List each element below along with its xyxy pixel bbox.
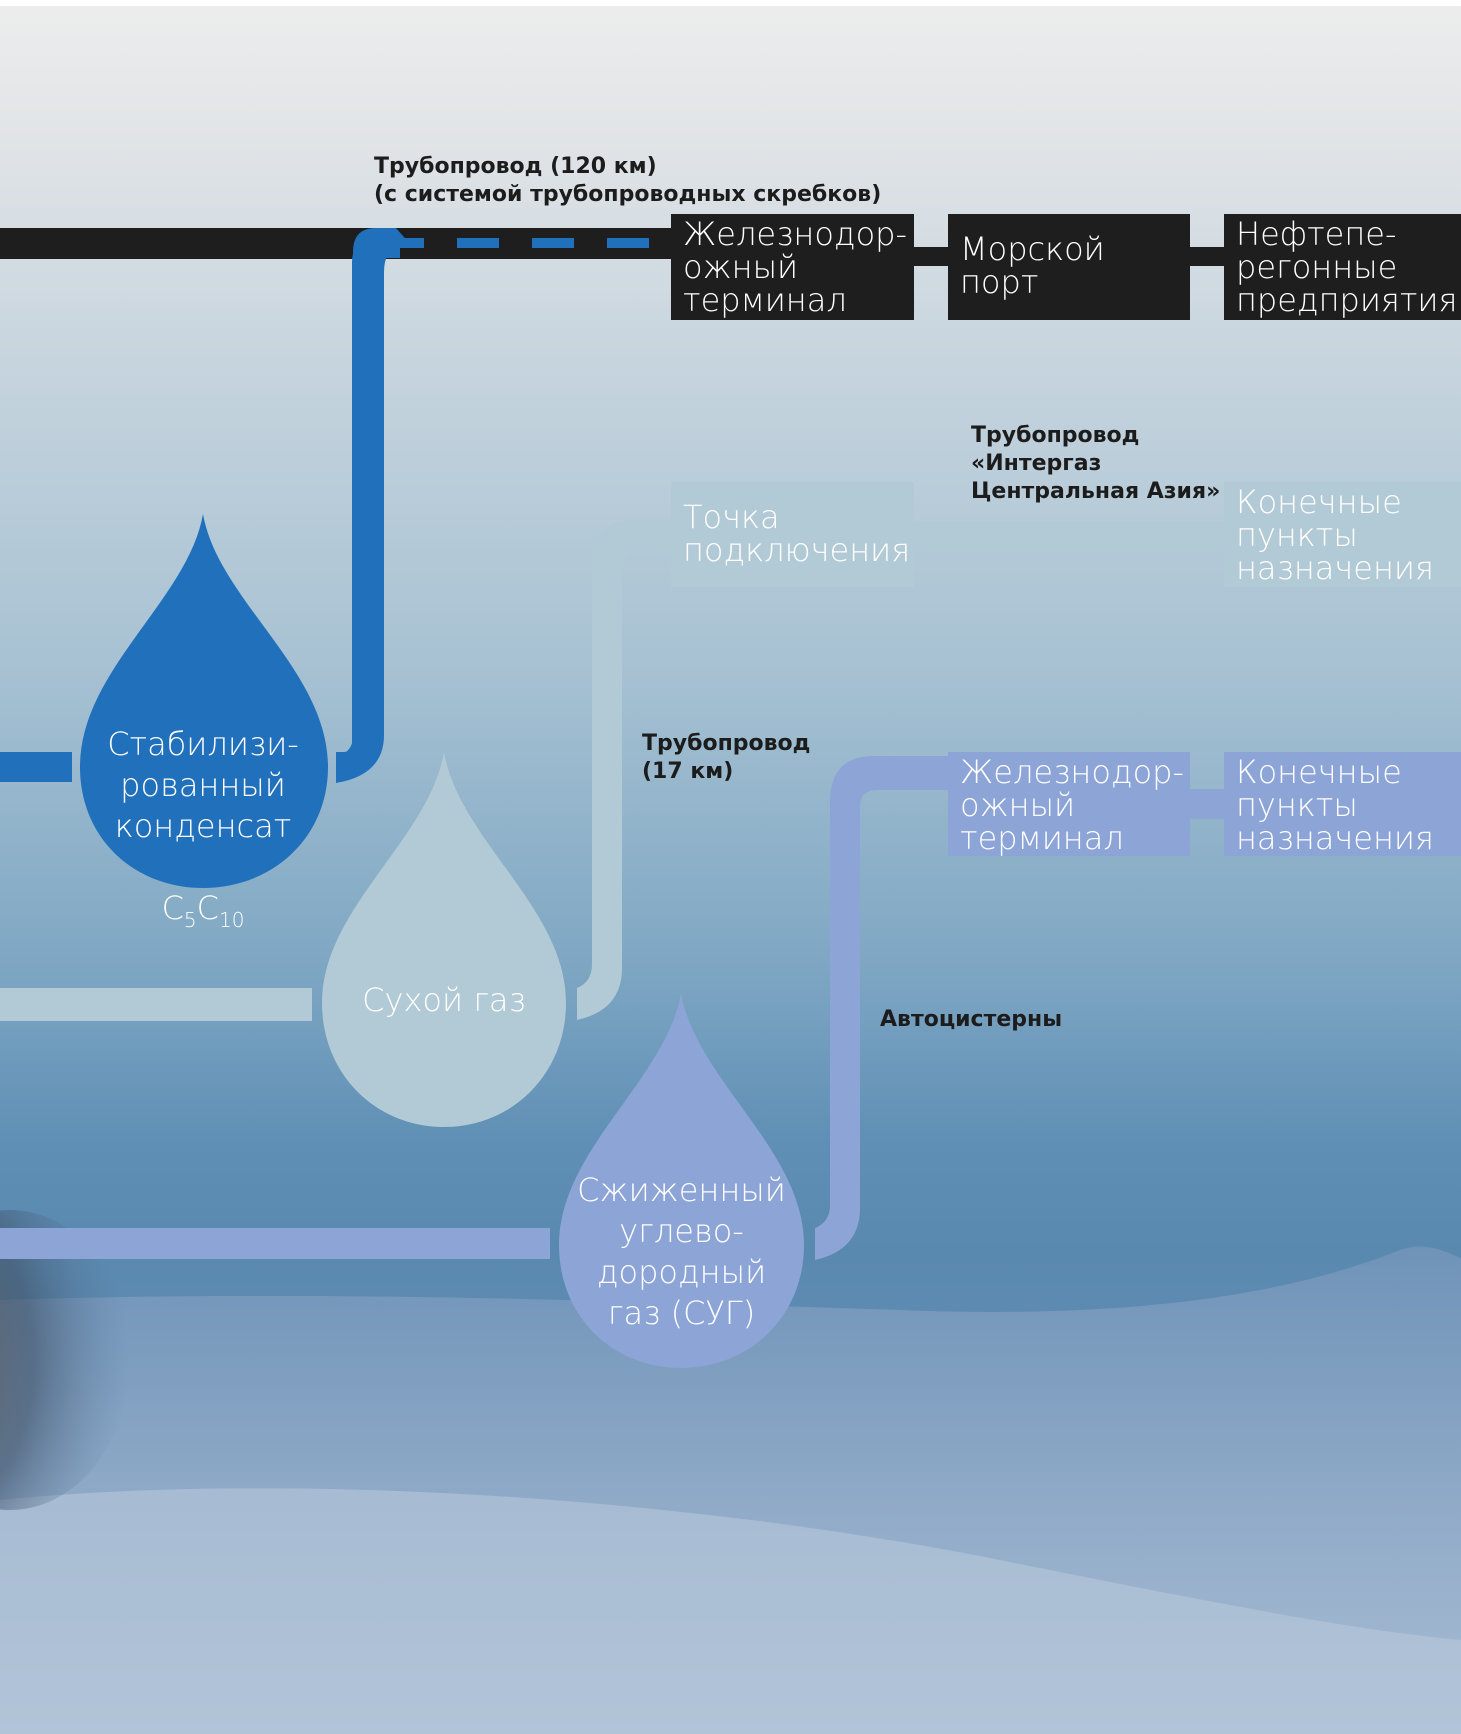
formula-c2: C	[196, 889, 219, 927]
rail-terminal-lpg-text: Железнодор- ожный терминал	[960, 753, 1184, 857]
condensate-pipe-curve	[336, 228, 410, 783]
gas-destinations-text: Конечные пункты назначения	[1236, 483, 1434, 587]
rail-terminal-top-text: Железнодор- ожный терминал	[683, 215, 907, 319]
pipeline-120km-label: Трубопровод (120 км) (с системой трубопр…	[374, 154, 882, 207]
pig-dash	[457, 238, 499, 248]
dry-gas-inflow	[0, 988, 312, 1021]
condensate-name-text: Стабилизи- рованный конденсат	[107, 725, 299, 845]
refineries-text: Нефтепе- регонные предприятия	[1236, 215, 1458, 319]
pipeline-17km-label: Трубопровод (17 км)	[642, 731, 811, 784]
drop-dry-gas	[322, 752, 566, 1127]
blurred-foreground-object	[0, 1210, 130, 1510]
tank-trucks-label: Автоцистерны	[880, 1007, 1063, 1032]
formula-sub-10: 10	[218, 908, 245, 932]
condensate-formula: C5C10	[161, 889, 245, 932]
condensate-inflow	[0, 752, 72, 782]
formula-c1: C	[161, 889, 184, 927]
sea-port-text: Морской порт	[960, 230, 1105, 301]
box-rail-terminal-lpg	[948, 752, 1190, 856]
lpg-destinations-text: Конечные пункты назначения	[1236, 753, 1434, 857]
pipeline-17km	[577, 520, 672, 1020]
truck-route	[815, 756, 950, 1260]
drop-condensate	[80, 514, 328, 888]
box-refineries	[1224, 214, 1461, 320]
box-rail-terminal-top	[671, 214, 914, 320]
drop-lpg	[559, 993, 804, 1368]
pipeline-intergas	[913, 521, 1225, 551]
connector	[1189, 789, 1225, 819]
intergas-pipeline-label: Трубопровод «Интергаз Центральная Азия»	[971, 423, 1221, 504]
connector	[1189, 247, 1225, 266]
connection-point-text: Точка подключения	[683, 498, 911, 569]
top-margin	[0, 0, 1461, 6]
lpg-inflow	[0, 1228, 550, 1259]
box-lpg-destinations	[1224, 752, 1461, 856]
dry-gas-name: Сухой газ	[362, 981, 526, 1019]
box-gas-destinations	[1224, 482, 1461, 587]
lpg-name: Сжиженный углево- дородный газ (СУГ)	[577, 1171, 786, 1332]
snow-foreground	[0, 1488, 1461, 1734]
pig-dash	[532, 238, 574, 248]
box-sea-port	[948, 214, 1190, 320]
box-connection-point	[671, 482, 914, 587]
formula-sub-5: 5	[183, 908, 197, 932]
condensate-name: Стабилизи- рованный конденсат C5C10	[80, 683, 326, 941]
connector	[913, 247, 949, 266]
pig-dash	[607, 238, 649, 248]
